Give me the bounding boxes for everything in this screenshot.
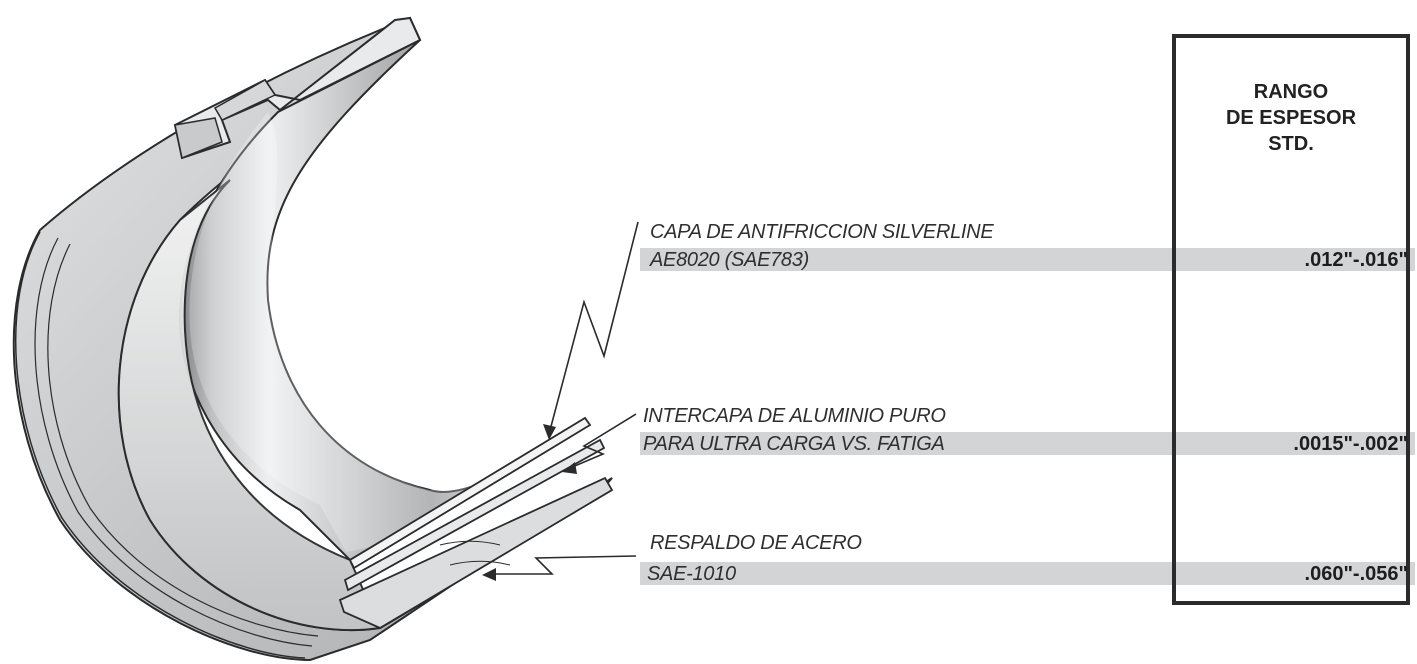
steel-backing-strip [338, 476, 614, 630]
antifriction-layer-strip [348, 416, 592, 570]
layer-spec: SAE-1010 [647, 563, 736, 585]
arrow-head-icon [543, 424, 556, 440]
layer-name: RESPALDO DE ACERO [650, 532, 862, 554]
layer-thickness: .060"-.056" [1304, 563, 1408, 585]
shell-body [117, 179, 382, 632]
layer-thickness: .012"-.016" [1304, 249, 1408, 271]
layer-thickness: .0015"-.002" [1293, 433, 1408, 455]
header-line: STD. [1268, 133, 1314, 155]
thickness-column-frame [1172, 34, 1410, 605]
layer-name: CAPA DE ANTIFRICCION SILVERLINE [650, 221, 994, 243]
layer-spec: PARA ULTRA CARGA VS. FATIGA [643, 433, 945, 455]
layer-band-1 [640, 248, 1415, 271]
leader-steel [494, 555, 637, 575]
layer-band-2 [640, 432, 1415, 455]
arrow-head-icon [562, 462, 577, 474]
leader-interlayer [569, 413, 637, 469]
header-line: DE ESPESOR [1225, 107, 1357, 129]
aluminum-interlayer-strip [343, 438, 606, 592]
bore-highlight [189, 112, 585, 552]
header-line: RANGO [1253, 81, 1329, 103]
layer-band-3 [640, 562, 1415, 585]
layer-name: INTERCAPA DE ALUMINIO PURO [643, 405, 946, 427]
leader-antifriction [548, 221, 639, 435]
arrow-head-icon [482, 568, 496, 581]
thickness-column-header: RANGO DE ESPESOR STD. [1176, 79, 1406, 157]
layer-spec: AE8020 (SAE783) [650, 249, 809, 271]
